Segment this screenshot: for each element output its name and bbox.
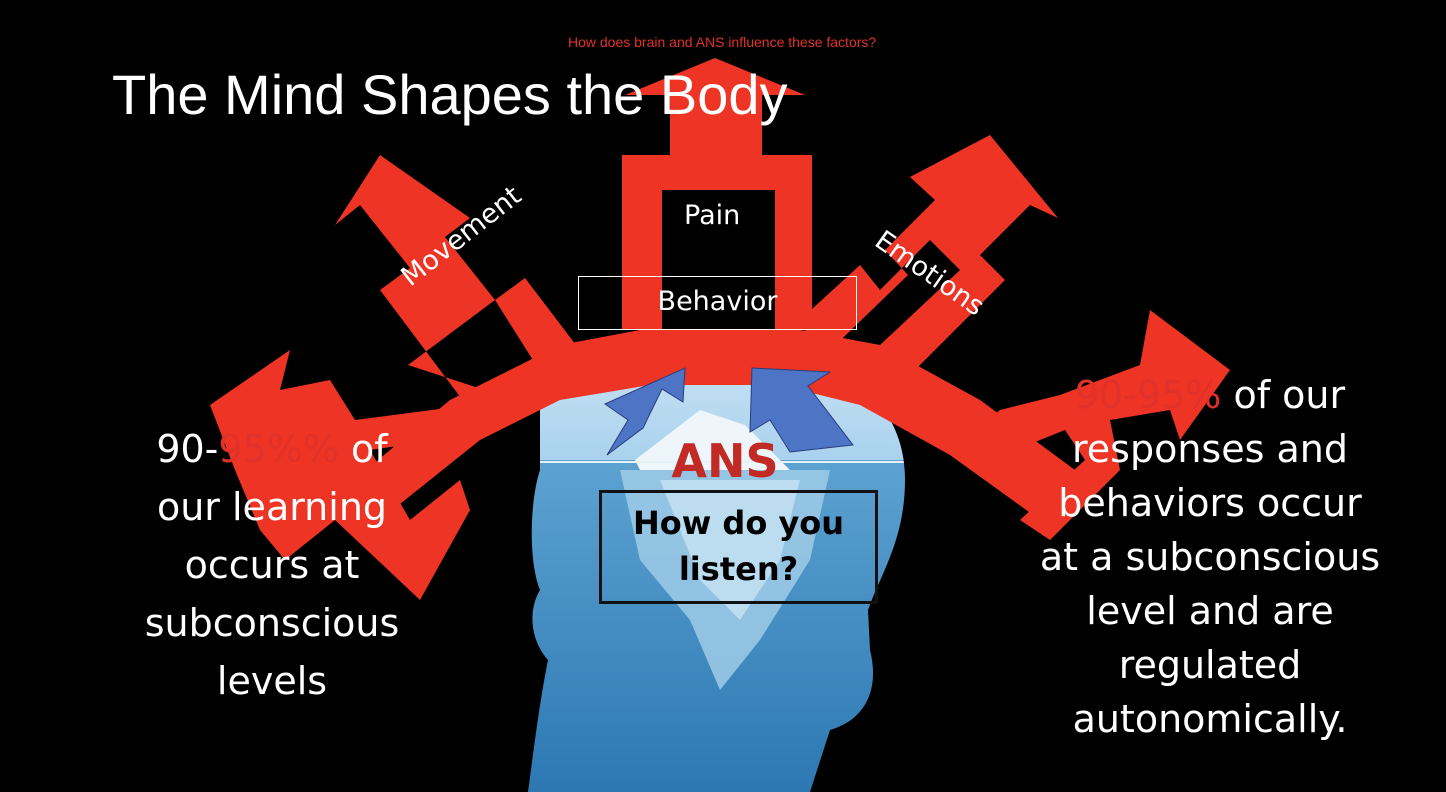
question-text: How does brain and ANS influence these f… bbox=[568, 34, 877, 50]
left-line-1-rest: of bbox=[338, 427, 388, 471]
right-line-5: level and are bbox=[1086, 589, 1334, 633]
right-paragraph: 90-95% of our responses and behaviors oc… bbox=[1030, 368, 1390, 746]
right-line-2: responses and bbox=[1072, 427, 1348, 471]
left-line-3: occurs at bbox=[184, 543, 360, 587]
right-pct-highlight: 90-95% bbox=[1074, 373, 1222, 417]
blue-arrow-right bbox=[749, 367, 854, 453]
listen-question: How do you listen? bbox=[599, 500, 878, 592]
right-line-7: autonomically. bbox=[1072, 697, 1348, 741]
left-line-2: our learning bbox=[156, 485, 388, 529]
arrow-right bbox=[975, 310, 1230, 540]
arrow-left bbox=[210, 350, 470, 600]
listen-box bbox=[599, 490, 878, 604]
listen-line-1: How do you bbox=[632, 504, 845, 542]
label-pain: Pain bbox=[684, 200, 741, 231]
left-line-1: 90-95%% of bbox=[112, 420, 432, 478]
left-pct-highlight: 95%% bbox=[218, 427, 339, 471]
right-line-1-rest: of our bbox=[1221, 373, 1346, 417]
right-line-1: 90-95% of our bbox=[1030, 368, 1390, 422]
right-line-4: at a subconscious bbox=[1039, 535, 1381, 579]
left-line-4: subconscious bbox=[144, 601, 400, 645]
arrows-arc bbox=[210, 58, 1230, 600]
arc-band bbox=[330, 330, 1075, 520]
right-line-6: regulated bbox=[1118, 643, 1302, 687]
left-paragraph: 90-95%% of our learning occurs at subcon… bbox=[112, 420, 432, 710]
label-behavior: Behavior bbox=[657, 286, 778, 317]
left-pct-prefix: 90- bbox=[156, 427, 219, 471]
blue-arrow-left bbox=[603, 367, 686, 456]
page-title: The Mind Shapes the Body bbox=[112, 63, 788, 126]
left-line-5: levels bbox=[216, 659, 328, 703]
arrow-emotions bbox=[800, 135, 1058, 375]
listen-line-2: listen? bbox=[678, 550, 799, 588]
ans-label: ANS bbox=[671, 434, 779, 488]
right-line-3: behaviors occur bbox=[1058, 481, 1362, 525]
behavior-box bbox=[578, 276, 857, 330]
arrow-pain bbox=[622, 58, 812, 330]
arrow-movement bbox=[335, 155, 595, 410]
